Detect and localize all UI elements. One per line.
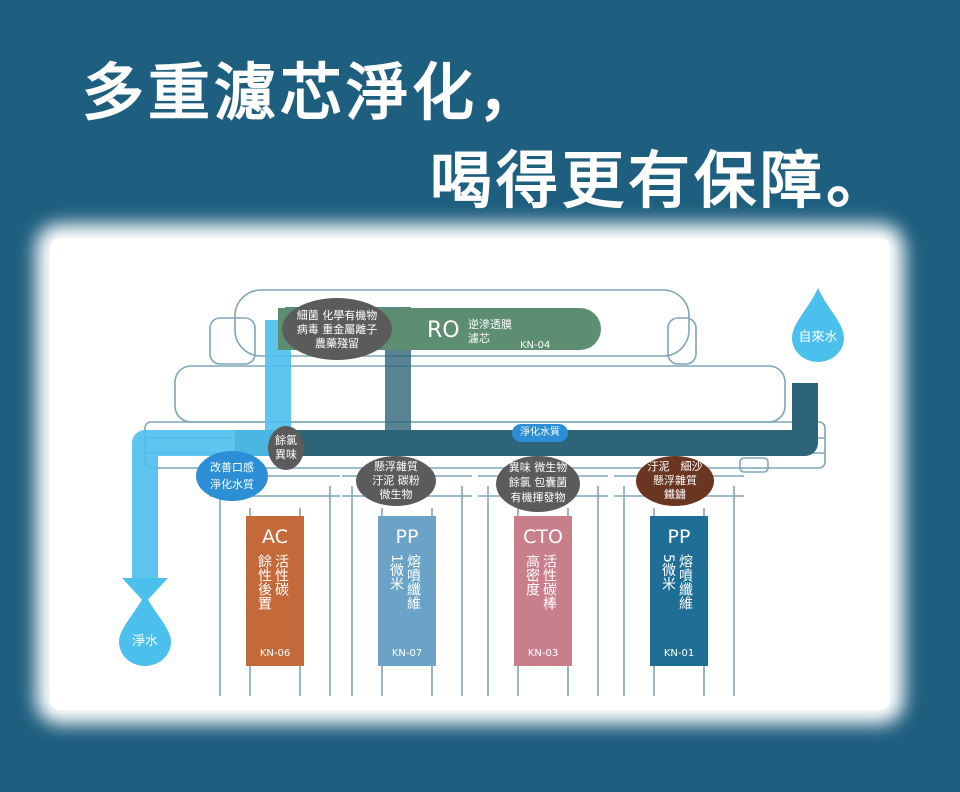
pp7-name: PP [395,526,419,548]
cartridges [246,516,708,666]
ro-housing [234,289,690,357]
pp1-desc-2: 5微米 [660,554,676,591]
tap-water-drop-icon [792,288,844,362]
pure-outlet-pipe [132,320,291,583]
ac-desc-1: 活性碳 [273,554,289,596]
pp7-bubble [356,456,436,506]
ro-code: KN-04 [520,340,551,351]
drops [119,288,844,666]
pp1-desc-1: 熔噴纖維 [677,554,693,610]
chlorine-bubble [268,426,304,470]
cartridge-ac [246,516,304,666]
taste-bubble [196,451,268,501]
cartridge-pp1 [650,516,708,666]
cto-bubble-line-1: 異味 微生物 [508,461,568,474]
ro-bubble [282,298,392,360]
purify-tag: 淨化水質 [520,427,560,438]
pp7-bubble-line-2: 汙泥 碳粉 [372,474,420,487]
ac-name: AC [262,526,288,548]
purify-tag-bg [512,424,568,442]
ro-bubble-line-1: 細菌 化學有機物 [296,309,378,322]
housing-ac [210,475,340,696]
cto-code: KN-03 [527,648,559,659]
headline-line-1: 多重濾芯淨化， [82,56,545,129]
tap-inlet-pipe [235,383,818,456]
ro-bubble-line-3: 農藥殘留 [315,337,359,350]
pp1-bubble-line-3: 鐵鏽 [664,488,686,501]
ro-desc-1: 逆滲透膜 [468,318,512,331]
ro-bubble-line-2: 病毒 重金屬離子 [296,323,378,336]
cto-name: CTO [523,526,563,548]
taste-line-1: 改善口感 [210,461,254,474]
cto-desc-2: 高密度 [524,554,540,596]
ro-right-clamp [667,317,697,365]
ac-desc-2: 餘性後置 [256,554,272,610]
cto-bubble-line-2: 餘氯 包囊菌 [508,476,568,489]
cartridge-cto [514,516,572,666]
cto-bubble [496,456,580,512]
outlet-arrow-icon [122,578,168,603]
ro-left-clamp [209,317,256,365]
pp1-bubble-line-2: 懸浮雜質 [653,474,697,487]
pp1-bubble [636,456,714,506]
pure-water-label: 淨水 [131,634,158,649]
chlorine-line-1: 餘氯 [275,434,297,447]
ro-name: RO [427,318,460,343]
pp7-bubble-line-1: 懸浮雜質 [374,460,418,473]
cto-bubble-line-3: 有機揮發物 [510,491,566,504]
chlorine-line-2: 異味 [275,448,297,461]
diagram-panel: 細菌 化學有機物 病毒 重金屬離子 農藥殘留 RO 逆滲透膜 濾芯 KN-04 … [50,238,890,710]
headline-line-2: 喝得更有保障。 [430,144,893,217]
bubbles [196,298,714,512]
ac-code: KN-06 [259,648,291,659]
filter-diagram [119,288,844,696]
pp1-code: KN-01 [663,648,695,659]
cartridge-pp7 [378,516,436,666]
tap-water-label: 自來水 [798,330,838,345]
taste-line-2: 淨化水質 [210,478,254,491]
cto-desc-1: 活性碳棒 [541,554,557,610]
pp7-bubble-line-3: 微生物 [379,488,413,501]
pp1-name: PP [667,526,691,548]
pp7-code: KN-07 [391,648,423,659]
ro-desc-2: 濾芯 [468,332,490,345]
pure-water-drop-icon [119,594,171,666]
pp7-desc-2: 1微米 [388,554,404,591]
pp1-bubble-line-1: 汙泥 細沙 [647,460,703,473]
pp7-desc-1: 熔噴纖維 [405,554,421,610]
